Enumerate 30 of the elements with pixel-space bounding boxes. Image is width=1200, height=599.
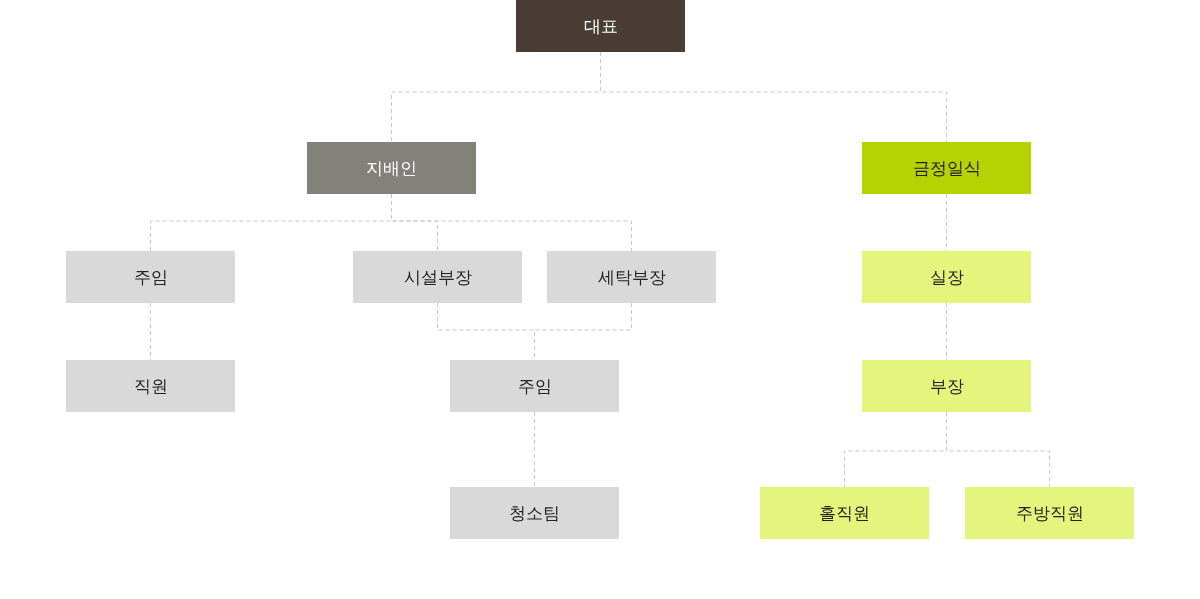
org-box — [862, 251, 1031, 303]
position-label: 청소팀 — [509, 501, 560, 525]
connector-line — [534, 411, 535, 488]
connector-line — [150, 302, 151, 361]
position-label: 홀직원 — [819, 501, 870, 525]
position-label: 시설부장 — [403, 265, 472, 289]
connector-line — [946, 302, 947, 361]
position-label: 직원 — [133, 374, 168, 398]
org-box — [450, 487, 619, 539]
position-label: 금정일식 — [912, 156, 981, 180]
org-box — [307, 142, 476, 194]
position-label: 주임 — [517, 374, 552, 398]
org-box — [450, 360, 619, 412]
org-box — [547, 251, 716, 303]
position-label: 주방직원 — [1015, 501, 1084, 525]
org-box — [965, 487, 1134, 539]
org-box — [760, 487, 929, 539]
position-label: 대표 — [583, 14, 618, 38]
position-label: 부장 — [929, 374, 964, 398]
org-box — [66, 251, 235, 303]
connector-line — [946, 193, 947, 252]
org-box — [66, 360, 235, 412]
org-box — [862, 360, 1031, 412]
position-label: 세탁부장 — [597, 265, 666, 289]
org-box — [353, 251, 522, 303]
position-label: 주임 — [133, 265, 168, 289]
position-label: 지배인 — [366, 156, 417, 180]
org-box — [516, 0, 685, 52]
org-box — [862, 142, 1031, 194]
position-label: 실장 — [929, 265, 964, 289]
